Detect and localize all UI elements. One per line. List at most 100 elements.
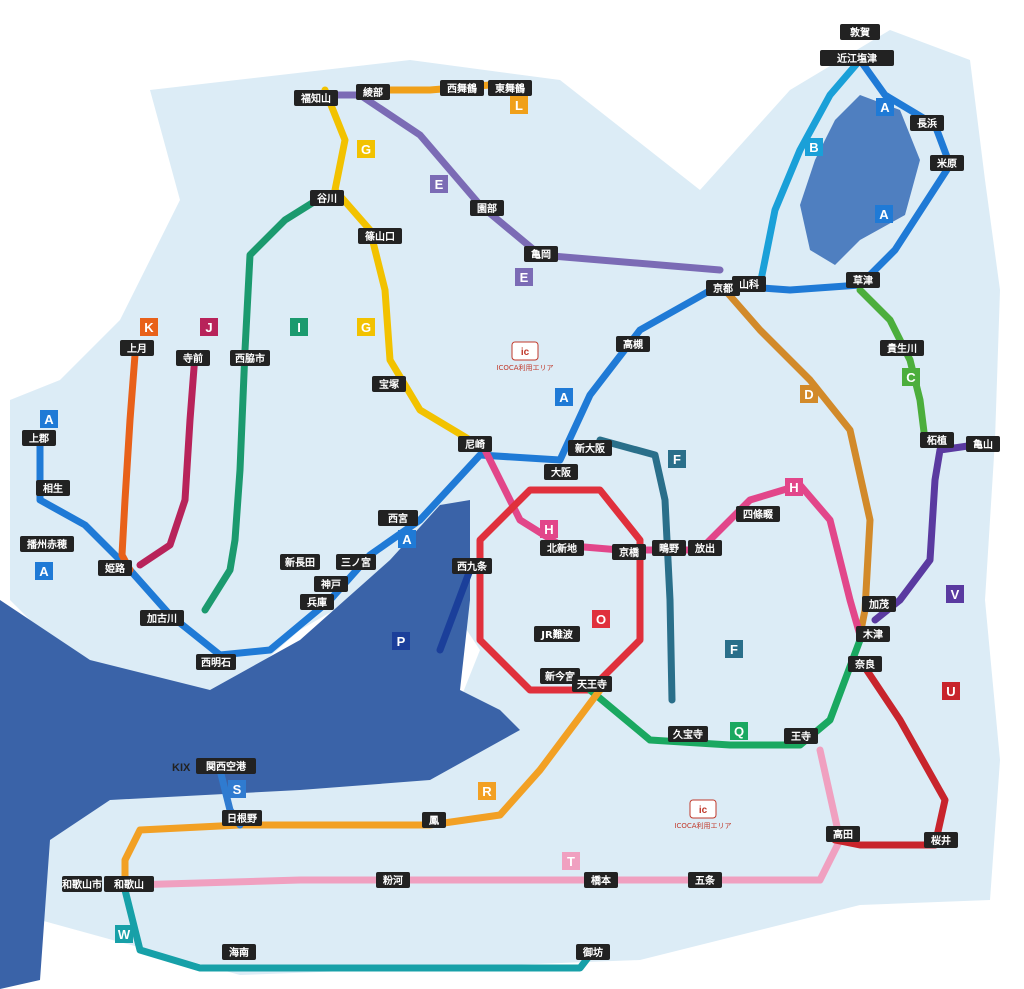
hub-kamo[interactable]: 加茂 — [862, 596, 896, 612]
hub-takada[interactable]: 高田 — [826, 826, 860, 842]
hub-kamigori[interactable]: 上郡 — [22, 430, 56, 446]
hub-sasayamaguchi[interactable]: 篠山口 — [358, 228, 402, 244]
line-badge-u[interactable]: U — [942, 682, 960, 700]
line-badge-a[interactable]: A — [876, 98, 894, 116]
line-badge-a[interactable]: A — [555, 388, 573, 406]
line-badge-q[interactable]: Q — [730, 722, 748, 740]
hub-banshu-ako[interactable]: 播州赤穂 — [20, 536, 74, 552]
hub-nishikujo[interactable]: 西九条 — [452, 558, 492, 574]
line-badge-a[interactable]: A — [398, 530, 416, 548]
hub-kainan[interactable]: 海南 — [222, 944, 256, 960]
hub-gojo[interactable]: 五条 — [688, 872, 722, 888]
hub-shin-nagata[interactable]: 新長田 — [280, 554, 320, 570]
hub-takarazuka[interactable]: 宝塚 — [372, 376, 406, 392]
hub-fukuchiyama[interactable]: 福知山 — [294, 90, 338, 106]
hub-nishinomiya[interactable]: 西宮 — [378, 510, 418, 526]
hub-label: 西舞鶴 — [447, 82, 477, 95]
hub-kansai-airport[interactable]: 関西空港 — [196, 758, 256, 774]
line-badge-i[interactable]: I — [290, 318, 308, 336]
hub-kameoka[interactable]: 亀岡 — [524, 246, 558, 262]
line-badge-e[interactable]: E — [430, 175, 448, 193]
line-badge-b[interactable]: B — [805, 138, 823, 156]
hub-tennoji[interactable]: 天王寺 — [572, 676, 612, 692]
hub-teramae[interactable]: 寺前 — [176, 350, 210, 366]
hub-otori[interactable]: 鳳 — [422, 812, 446, 828]
hub-shin-osaka[interactable]: 新大阪 — [568, 440, 612, 456]
hub-kameyama[interactable]: 亀山 — [966, 436, 1000, 452]
line-badge-g[interactable]: G — [357, 140, 375, 158]
hub-higashi-maizuru[interactable]: 東舞鶴 — [488, 80, 532, 96]
line-badge-s[interactable]: S — [228, 780, 246, 798]
hub-osaka[interactable]: 大阪 — [544, 464, 578, 480]
hub-hyogo[interactable]: 兵庫 — [300, 594, 334, 610]
line-badge-g[interactable]: G — [357, 318, 375, 336]
line-badge-p[interactable]: P — [392, 632, 410, 650]
hub-ayabe[interactable]: 綾部 — [356, 84, 390, 100]
hub-nagahama[interactable]: 長浜 — [910, 115, 944, 131]
hub-kaminoyama[interactable]: 上月 — [120, 340, 154, 356]
hub-tanikawa[interactable]: 谷川 — [310, 190, 344, 206]
hub-hineno[interactable]: 日根野 — [222, 810, 262, 826]
hub-kitashinchi[interactable]: 北新地 — [540, 540, 584, 556]
hub-jr-namba[interactable]: JR難波 — [534, 626, 580, 642]
hub-tsuruga[interactable]: 敦賀 — [840, 24, 880, 40]
hub-amagasaki[interactable]: 尼崎 — [458, 436, 492, 452]
line-badge-c[interactable]: C — [902, 368, 920, 386]
line-badge-l[interactable]: L — [510, 96, 528, 114]
hub-maibara[interactable]: 米原 — [930, 155, 964, 171]
hub-gobo[interactable]: 御坊 — [576, 944, 610, 960]
hub-hashimoto[interactable]: 橋本 — [584, 872, 618, 888]
hub-shin-imamiya[interactable]: 新今宮 — [540, 668, 580, 684]
hub-kobe[interactable]: 神戸 — [314, 576, 348, 592]
line-badge-t[interactable]: T — [562, 852, 580, 870]
line-p — [436, 566, 474, 654]
hub-kusatsu[interactable]: 草津 — [846, 272, 880, 288]
hub-himeji[interactable]: 姫路 — [98, 560, 132, 576]
line-badge-k[interactable]: K — [140, 318, 158, 336]
hub-takatsuki[interactable]: 高槻 — [616, 336, 650, 352]
hub-kyoto[interactable]: 京都 — [706, 280, 740, 296]
line-badge-a[interactable]: A — [875, 205, 893, 223]
hub-kyobashi[interactable]: 京橋 — [612, 544, 646, 560]
hub-label: 久宝寺 — [672, 728, 703, 741]
line-badge-a[interactable]: A — [35, 562, 53, 580]
line-badge-j[interactable]: J — [200, 318, 218, 336]
line-badge-label: G — [361, 320, 371, 335]
line-badge-h[interactable]: H — [540, 520, 558, 538]
hub-kakogawa[interactable]: 加古川 — [140, 610, 184, 626]
line-badge-f[interactable]: F — [668, 450, 686, 468]
hub-shigino[interactable]: 鴫野 — [652, 540, 686, 556]
line-badge-o[interactable]: O — [592, 610, 610, 628]
hub-omi-shiotsu[interactable]: 近江塩津 — [820, 50, 894, 66]
line-badge-v[interactable]: V — [946, 585, 964, 603]
hub-sannomiya[interactable]: 三ノ宮 — [336, 554, 376, 570]
hub-yamasaki[interactable]: 四條畷 — [736, 506, 780, 522]
hub-kyuhoji[interactable]: 久宝寺 — [668, 726, 708, 742]
line-g — [321, 86, 474, 444]
hub-oji[interactable]: 王寺 — [784, 728, 818, 744]
hub-nishi-akashi[interactable]: 西明石 — [196, 654, 236, 670]
hub-sonobe[interactable]: 園部 — [470, 200, 504, 216]
hub-wakayamashi[interactable]: 和歌山市 — [61, 876, 102, 892]
hub-label: 貴生川 — [887, 342, 917, 355]
line-badge-r[interactable]: R — [478, 782, 496, 800]
hub-kibukawa[interactable]: 貴生川 — [880, 340, 924, 356]
line-badge-w[interactable]: W — [115, 925, 133, 943]
line-badge-f[interactable]: F — [725, 640, 743, 658]
line-badge-h[interactable]: H — [785, 478, 803, 496]
hub-nara[interactable]: 奈良 — [848, 656, 882, 672]
hub-tsuge[interactable]: 柘植 — [920, 432, 954, 448]
hub-kokawa[interactable]: 粉河 — [376, 872, 410, 888]
hub-kizu[interactable]: 木津 — [856, 626, 890, 642]
hub-label: 亀岡 — [531, 248, 551, 261]
hub-hanaten[interactable]: 放出 — [688, 540, 722, 556]
hub-nishi-maizuru[interactable]: 西舞鶴 — [440, 80, 484, 96]
hub-aioi[interactable]: 相生 — [36, 480, 70, 496]
hub-nishiwakishi[interactable]: 西脇市 — [230, 350, 270, 366]
hub-sakurai[interactable]: 桜井 — [924, 832, 958, 848]
hub-wakayama[interactable]: 和歌山 — [104, 876, 154, 892]
line-badge-a[interactable]: A — [40, 410, 58, 428]
line-badge-d[interactable]: D — [800, 385, 818, 403]
line-badge-e[interactable]: E — [515, 268, 533, 286]
hub-yamashina[interactable]: 山科 — [732, 276, 766, 292]
